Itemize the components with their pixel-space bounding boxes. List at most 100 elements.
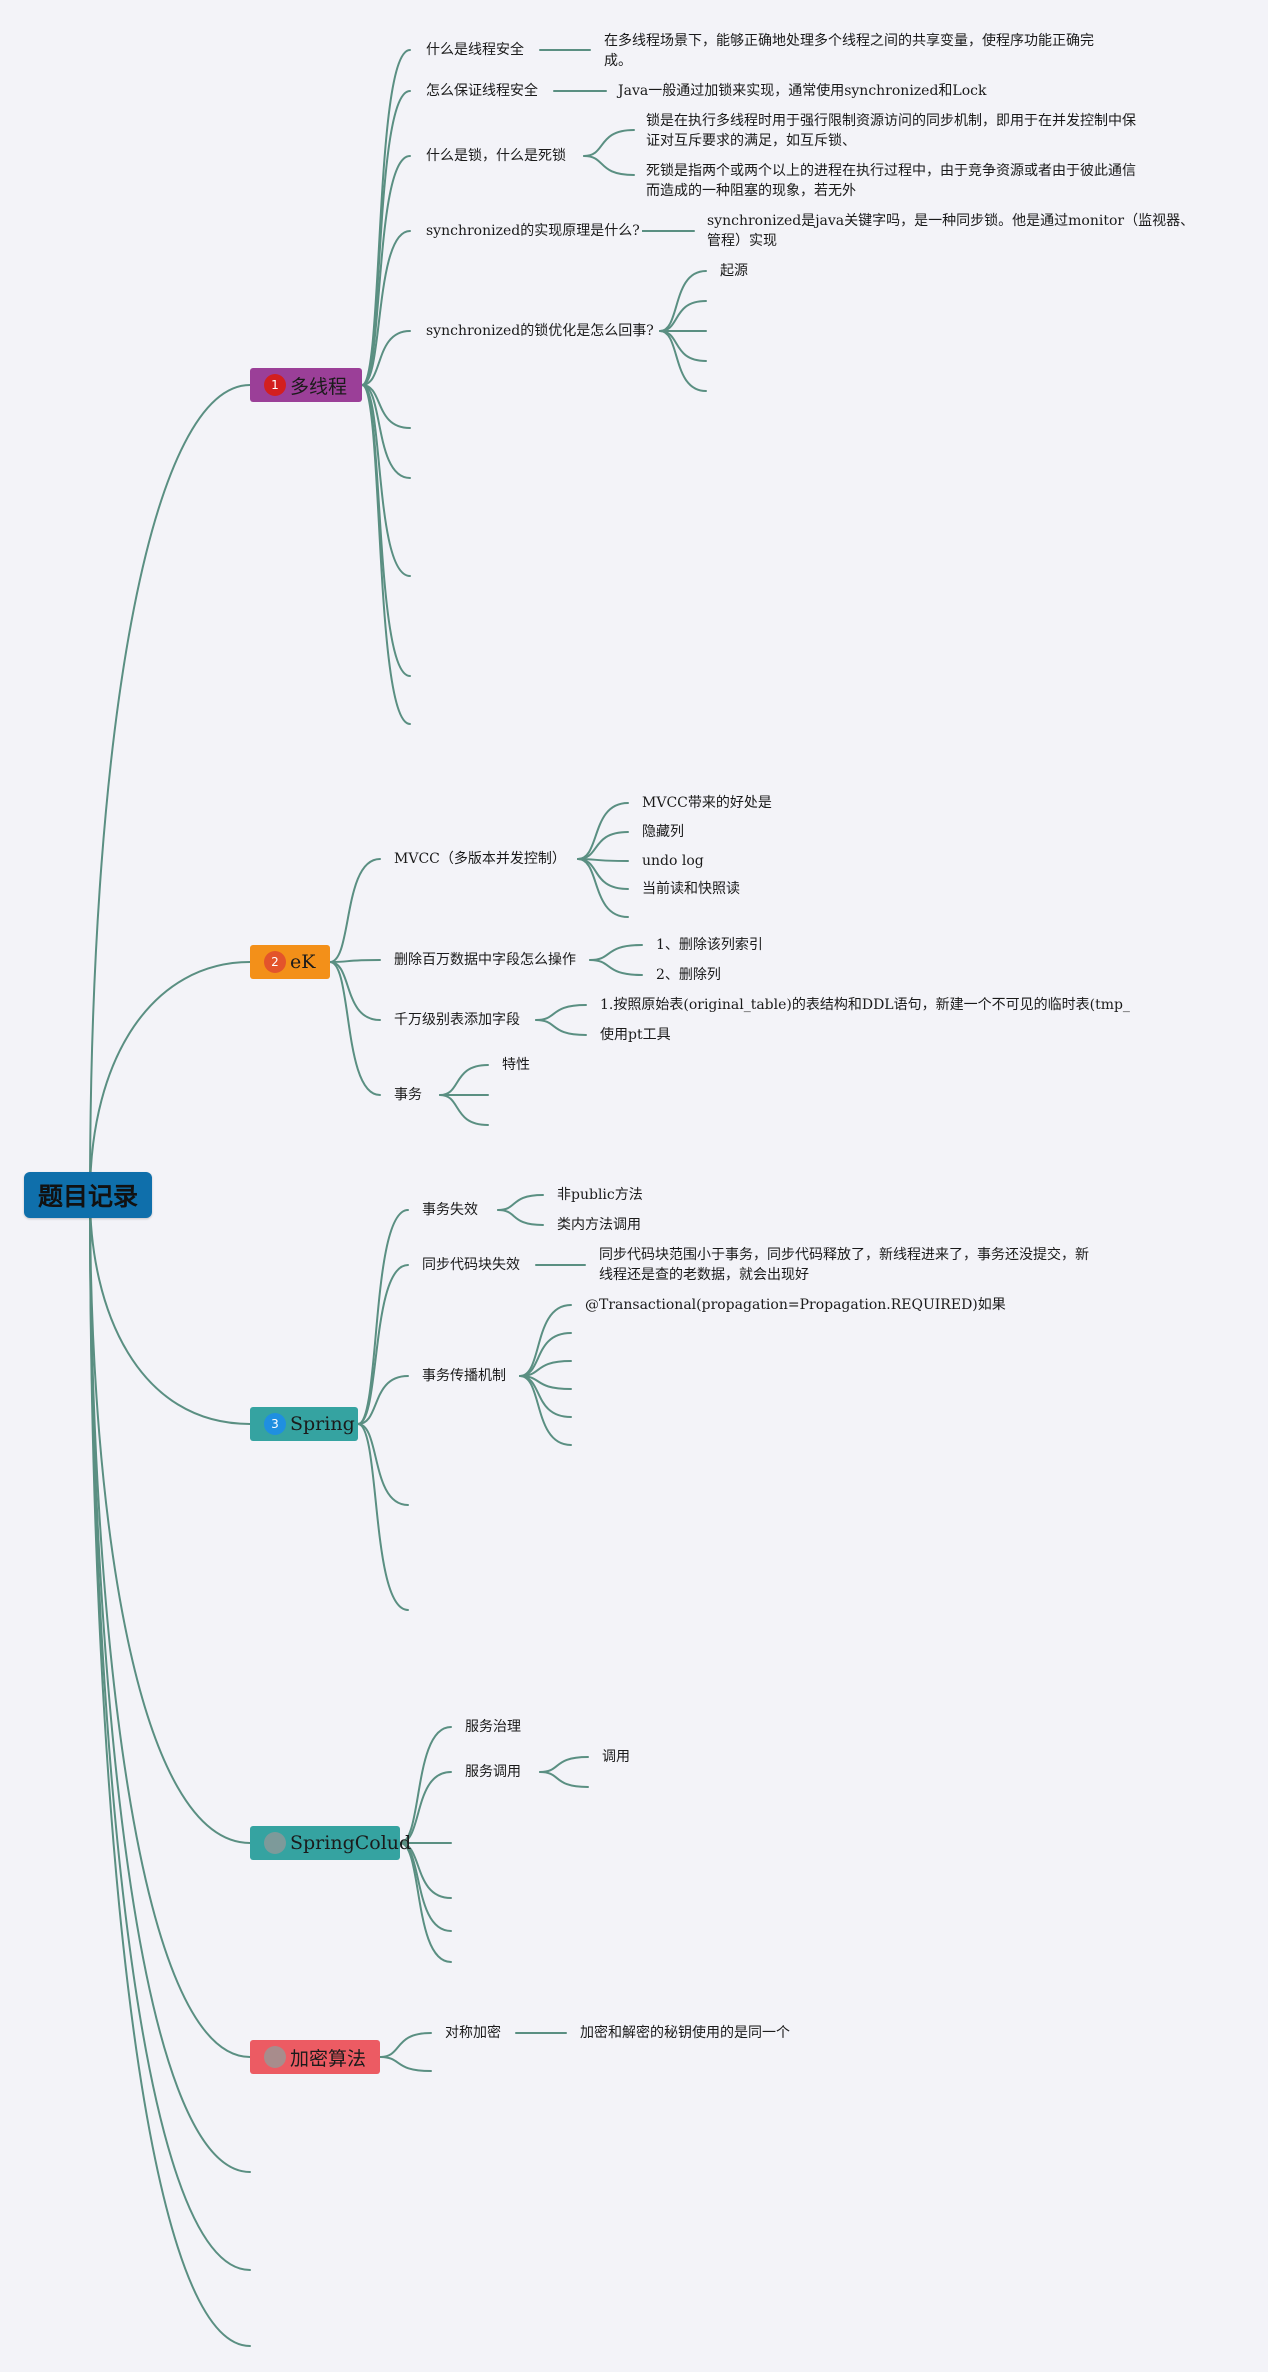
delete-column-step[interactable]: 1、删除该列索引	[654, 935, 765, 955]
topic-delete-column[interactable]: 删除百万数据中字段怎么操作	[392, 950, 578, 970]
connector	[659, 270, 707, 332]
main-branch	[89, 961, 251, 1197]
topic-synchronized-optimization[interactable]: synchronized的锁优化是怎么回事?	[424, 321, 656, 341]
priority-3-icon: 3	[264, 1413, 286, 1435]
answer-lock[interactable]: 锁是在执行多线程时用于强行限制资源访问的同步机制，即用于在并发控制中保证对互斥要…	[644, 111, 1148, 151]
topic-lock-deadlock[interactable]: 什么是锁，什么是死锁	[424, 146, 568, 166]
topic-thread-safety[interactable]: 什么是线程安全	[424, 40, 526, 60]
connector	[357, 1375, 409, 1425]
connector	[379, 2056, 432, 2072]
add-column-step[interactable]: 使用pt工具	[598, 1025, 673, 1045]
connector	[357, 1423, 409, 1506]
connector	[497, 1194, 544, 1211]
connector	[659, 330, 707, 392]
category-label: SpringColud	[290, 1832, 412, 1854]
connector	[519, 1375, 572, 1418]
mvcc-item[interactable]: MVCC带来的好处是	[640, 793, 774, 813]
mvcc-item[interactable]: undo log	[640, 851, 706, 871]
category-ek[interactable]: 2 eK	[250, 945, 330, 979]
priority-1-icon: 1	[264, 374, 286, 396]
main-branch	[89, 1195, 251, 2271]
answer-origin[interactable]: 起源	[718, 261, 750, 281]
category-multithread[interactable]: 1 多线程	[250, 368, 362, 402]
connector	[361, 330, 411, 386]
category-label: 加密算法	[290, 2047, 367, 2070]
category-springcloud[interactable]: SpringColud	[250, 1826, 411, 1860]
connector	[361, 384, 411, 725]
connector	[439, 1064, 489, 1096]
transaction-item[interactable]: 特性	[500, 1055, 532, 1075]
priority-icon	[264, 2046, 286, 2068]
category-crypto[interactable]: 加密算法	[250, 2040, 380, 2074]
connector	[519, 1375, 572, 1446]
connector	[583, 129, 635, 157]
topic-symmetric-encryption[interactable]: 对称加密	[443, 2023, 503, 2043]
root-label: 题目记录	[37, 1182, 138, 1211]
topic-service-call[interactable]: 服务调用	[463, 1762, 523, 1782]
connector	[399, 1726, 452, 1844]
answer-thread-safety[interactable]: 在多线程场景下，能够正确地处理多个线程之间的共享变量，使程序功能正确完成。	[602, 31, 1116, 71]
connector	[539, 1756, 589, 1773]
main-branch	[89, 1195, 251, 2347]
connector	[357, 1264, 409, 1425]
connector	[439, 1094, 489, 1126]
connector	[577, 802, 629, 860]
connector	[329, 959, 381, 963]
service-call-item[interactable]: 调用	[600, 1747, 632, 1767]
connector	[535, 1019, 587, 1036]
connector	[361, 384, 411, 479]
connector	[535, 1004, 587, 1021]
transaction-failure-item[interactable]: 非public方法	[555, 1185, 645, 1205]
connector	[577, 858, 629, 890]
topic-propagation[interactable]: 事务传播机制	[420, 1366, 508, 1386]
topic-synchronized-principle[interactable]: synchronized的实现原理是什么?	[424, 221, 642, 241]
connector	[519, 1332, 572, 1377]
connector	[583, 155, 635, 176]
connector	[357, 1209, 409, 1425]
priority-icon	[264, 1832, 286, 1854]
connector	[399, 1771, 452, 1844]
connector	[361, 384, 411, 429]
root-node[interactable]: 题目记录	[24, 1172, 152, 1218]
answer-ensure-thread-safety[interactable]: Java一般通过加锁来实现，通常使用synchronized和Lock	[616, 81, 989, 101]
answer-deadlock[interactable]: 死锁是指两个或两个以上的进程在执行过程中，由于竞争资源或者由于彼此通信而造成的一…	[644, 161, 1148, 201]
connector	[399, 1842, 452, 1963]
category-label: eK	[290, 951, 316, 973]
connector	[329, 858, 381, 963]
main-branch	[89, 384, 251, 1197]
connector	[361, 384, 411, 577]
transaction-failure-item[interactable]: 类内方法调用	[555, 1215, 643, 1235]
propagation-item[interactable]: @Transactional(propagation=Propagation.R…	[583, 1295, 1008, 1315]
connector	[659, 300, 707, 332]
answer-synchronized-principle[interactable]: synchronized是java关键字吗，是一种同步锁。他是通过monitor…	[705, 211, 1209, 251]
mvcc-item[interactable]: 隐藏列	[640, 822, 686, 842]
category-label: Spring	[290, 1413, 355, 1435]
connector	[379, 2032, 432, 2058]
topic-transaction-failure[interactable]: 事务失效	[420, 1200, 480, 1220]
main-branch	[89, 1195, 251, 1844]
connector	[399, 1842, 452, 1932]
mvcc-item[interactable]: 当前读和快照读	[640, 879, 742, 899]
delete-column-step[interactable]: 2、删除列	[654, 965, 723, 985]
category-label: 多线程	[290, 375, 348, 398]
add-column-step[interactable]: 1.按照原始表(original_table)的表结构和DDL语句，新建一个不可…	[598, 995, 1132, 1015]
answer-symmetric-encryption[interactable]: 加密和解密的秘钥使用的是同一个	[578, 2023, 792, 2043]
priority-2-icon: 2	[264, 951, 286, 973]
connector	[577, 858, 629, 918]
topic-mvcc[interactable]: MVCC（多版本并发控制）	[392, 849, 568, 869]
topic-transaction[interactable]: 事务	[392, 1085, 424, 1105]
connector	[589, 959, 643, 976]
category-spring[interactable]: 3 Spring	[250, 1407, 358, 1441]
topic-add-column[interactable]: 千万级别表添加字段	[392, 1010, 522, 1030]
topic-sync-block-failure[interactable]: 同步代码块失效	[420, 1255, 522, 1275]
topic-service-governance[interactable]: 服务治理	[463, 1717, 523, 1737]
connector	[497, 1209, 544, 1226]
connector	[361, 230, 411, 386]
connector	[361, 155, 411, 386]
connector	[539, 1771, 589, 1788]
connector	[659, 330, 707, 362]
connector	[357, 1423, 409, 1611]
topic-ensure-thread-safety[interactable]: 怎么保证线程安全	[424, 81, 540, 101]
answer-sync-block-failure[interactable]: 同步代码块范围小于事务，同步代码释放了，新线程进来了，事务还没提交，新线程还是查…	[597, 1245, 1101, 1285]
